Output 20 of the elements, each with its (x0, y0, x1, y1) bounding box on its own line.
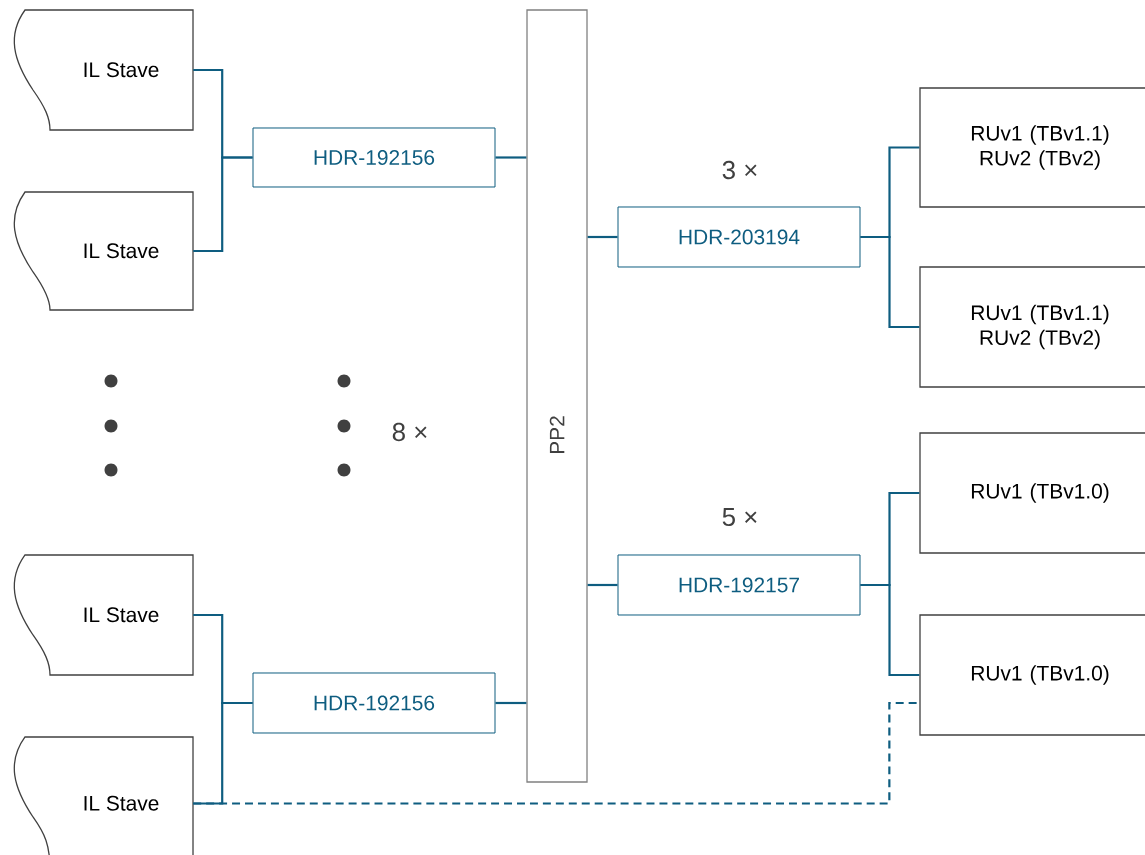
cable-box: HDR-192156 (252, 672, 496, 734)
cable-box: HDR-203194 (617, 206, 861, 268)
cable-box: HDR-192156 (252, 127, 496, 188)
readout-box: RUv1 (TBv1.1) RUv2 (TBv2) (919, 87, 1145, 208)
readout-box: RUv1 (TBv1.1) RUv2 (TBv2) (919, 266, 1145, 388)
connector-line (587, 235, 618, 239)
multiplier-label: 5 × (722, 507, 757, 527)
connector-line (193, 156, 253, 253)
connector-line (495, 701, 527, 705)
cable-box: HDR-192157 (617, 554, 861, 616)
multiplier-label: 8 × (392, 422, 427, 442)
readout-box: RUv1 (TBv1.0) (919, 614, 1145, 736)
connector-line (495, 156, 527, 159)
readout-box: RUv1 (TBv1.0) (919, 432, 1145, 554)
connector-line (860, 583, 920, 677)
connector-line (193, 701, 920, 805)
connector-line (860, 235, 920, 329)
multiplier-label: 3 × (722, 160, 757, 180)
vertical-panel: PP2 (526, 9, 588, 783)
connector-line (587, 583, 618, 587)
